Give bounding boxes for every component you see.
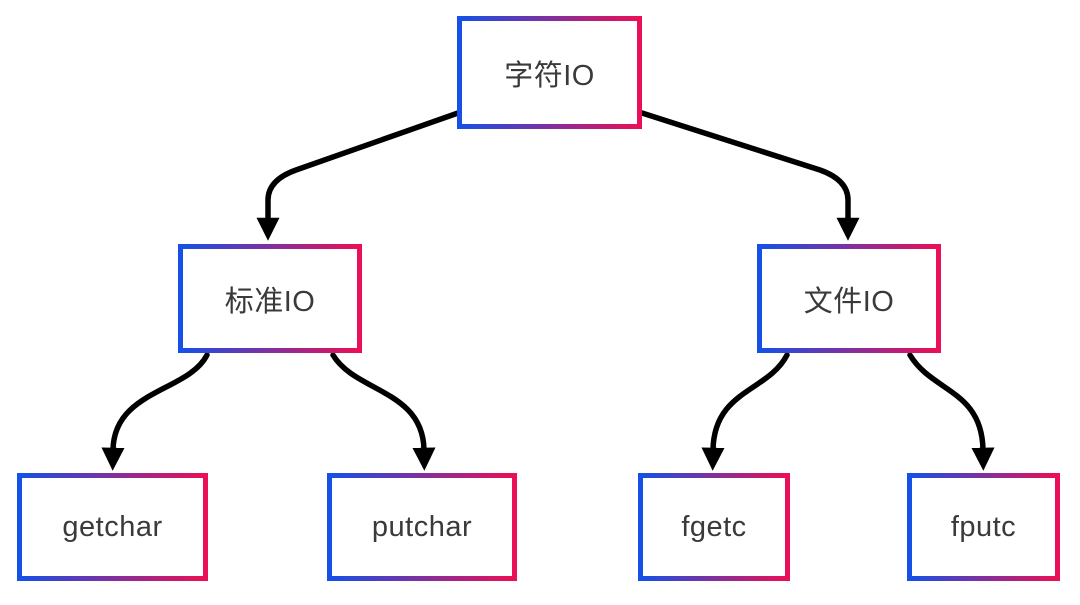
edge-std-io-to-putchar (330, 352, 436, 471)
node-file-io-label: 文件IO (803, 285, 895, 318)
node-char-io: 字符IO (457, 16, 642, 129)
node-putchar: putchar (327, 473, 517, 581)
edge-char-io-to-std-io (256, 110, 461, 241)
node-char-io-label: 字符IO (504, 59, 595, 92)
node-std-io: 标准IO (178, 244, 362, 353)
node-std-io-label: 标准IO (224, 285, 316, 318)
edge-char-io-to-file-io (639, 110, 860, 241)
edge-std-io-to-getchar (101, 352, 210, 471)
node-fputc: fputc (907, 473, 1060, 581)
node-fgetc-label: fgetc (681, 510, 747, 543)
node-file-io: 文件IO (757, 244, 941, 353)
node-getchar-label: getchar (62, 510, 163, 543)
edge-file-io-to-fgetc (701, 352, 790, 471)
edge-file-io-to-fputc (907, 352, 995, 471)
node-fgetc: fgetc (638, 473, 790, 581)
node-fputc-label: fputc (950, 510, 1017, 543)
node-putchar-label: putchar (371, 510, 473, 543)
node-getchar: getchar (17, 473, 208, 581)
